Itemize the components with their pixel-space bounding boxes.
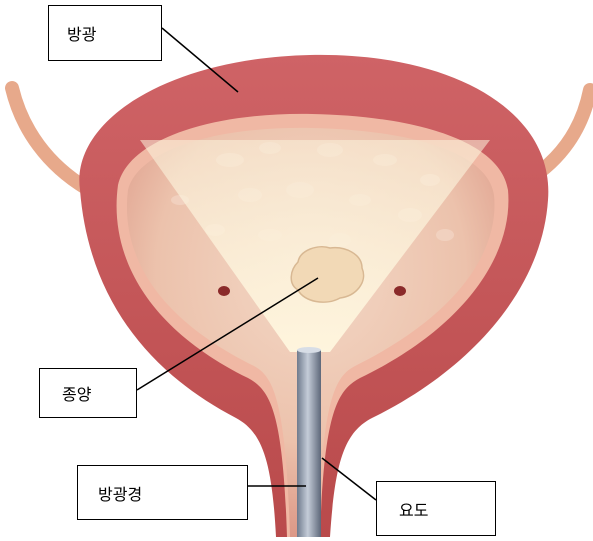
label-tumor: 종양	[39, 368, 137, 418]
label-bladder: 방광	[48, 5, 162, 61]
cystoscope-tip	[297, 347, 321, 353]
label-cystoscope-text: 방광경	[98, 481, 142, 505]
label-tumor-text: 종양	[62, 381, 91, 405]
tumor	[291, 247, 363, 302]
left-ureteral-orifice	[218, 286, 230, 296]
label-cystoscope: 방광경	[77, 465, 248, 520]
cystoscope-shaft	[297, 350, 321, 537]
label-urethra-text: 요도	[399, 497, 428, 521]
label-bladder-text: 방광	[67, 21, 96, 45]
label-urethra: 요도	[376, 481, 496, 536]
right-ureteral-orifice	[394, 286, 406, 296]
left-ureter	[12, 88, 86, 188]
